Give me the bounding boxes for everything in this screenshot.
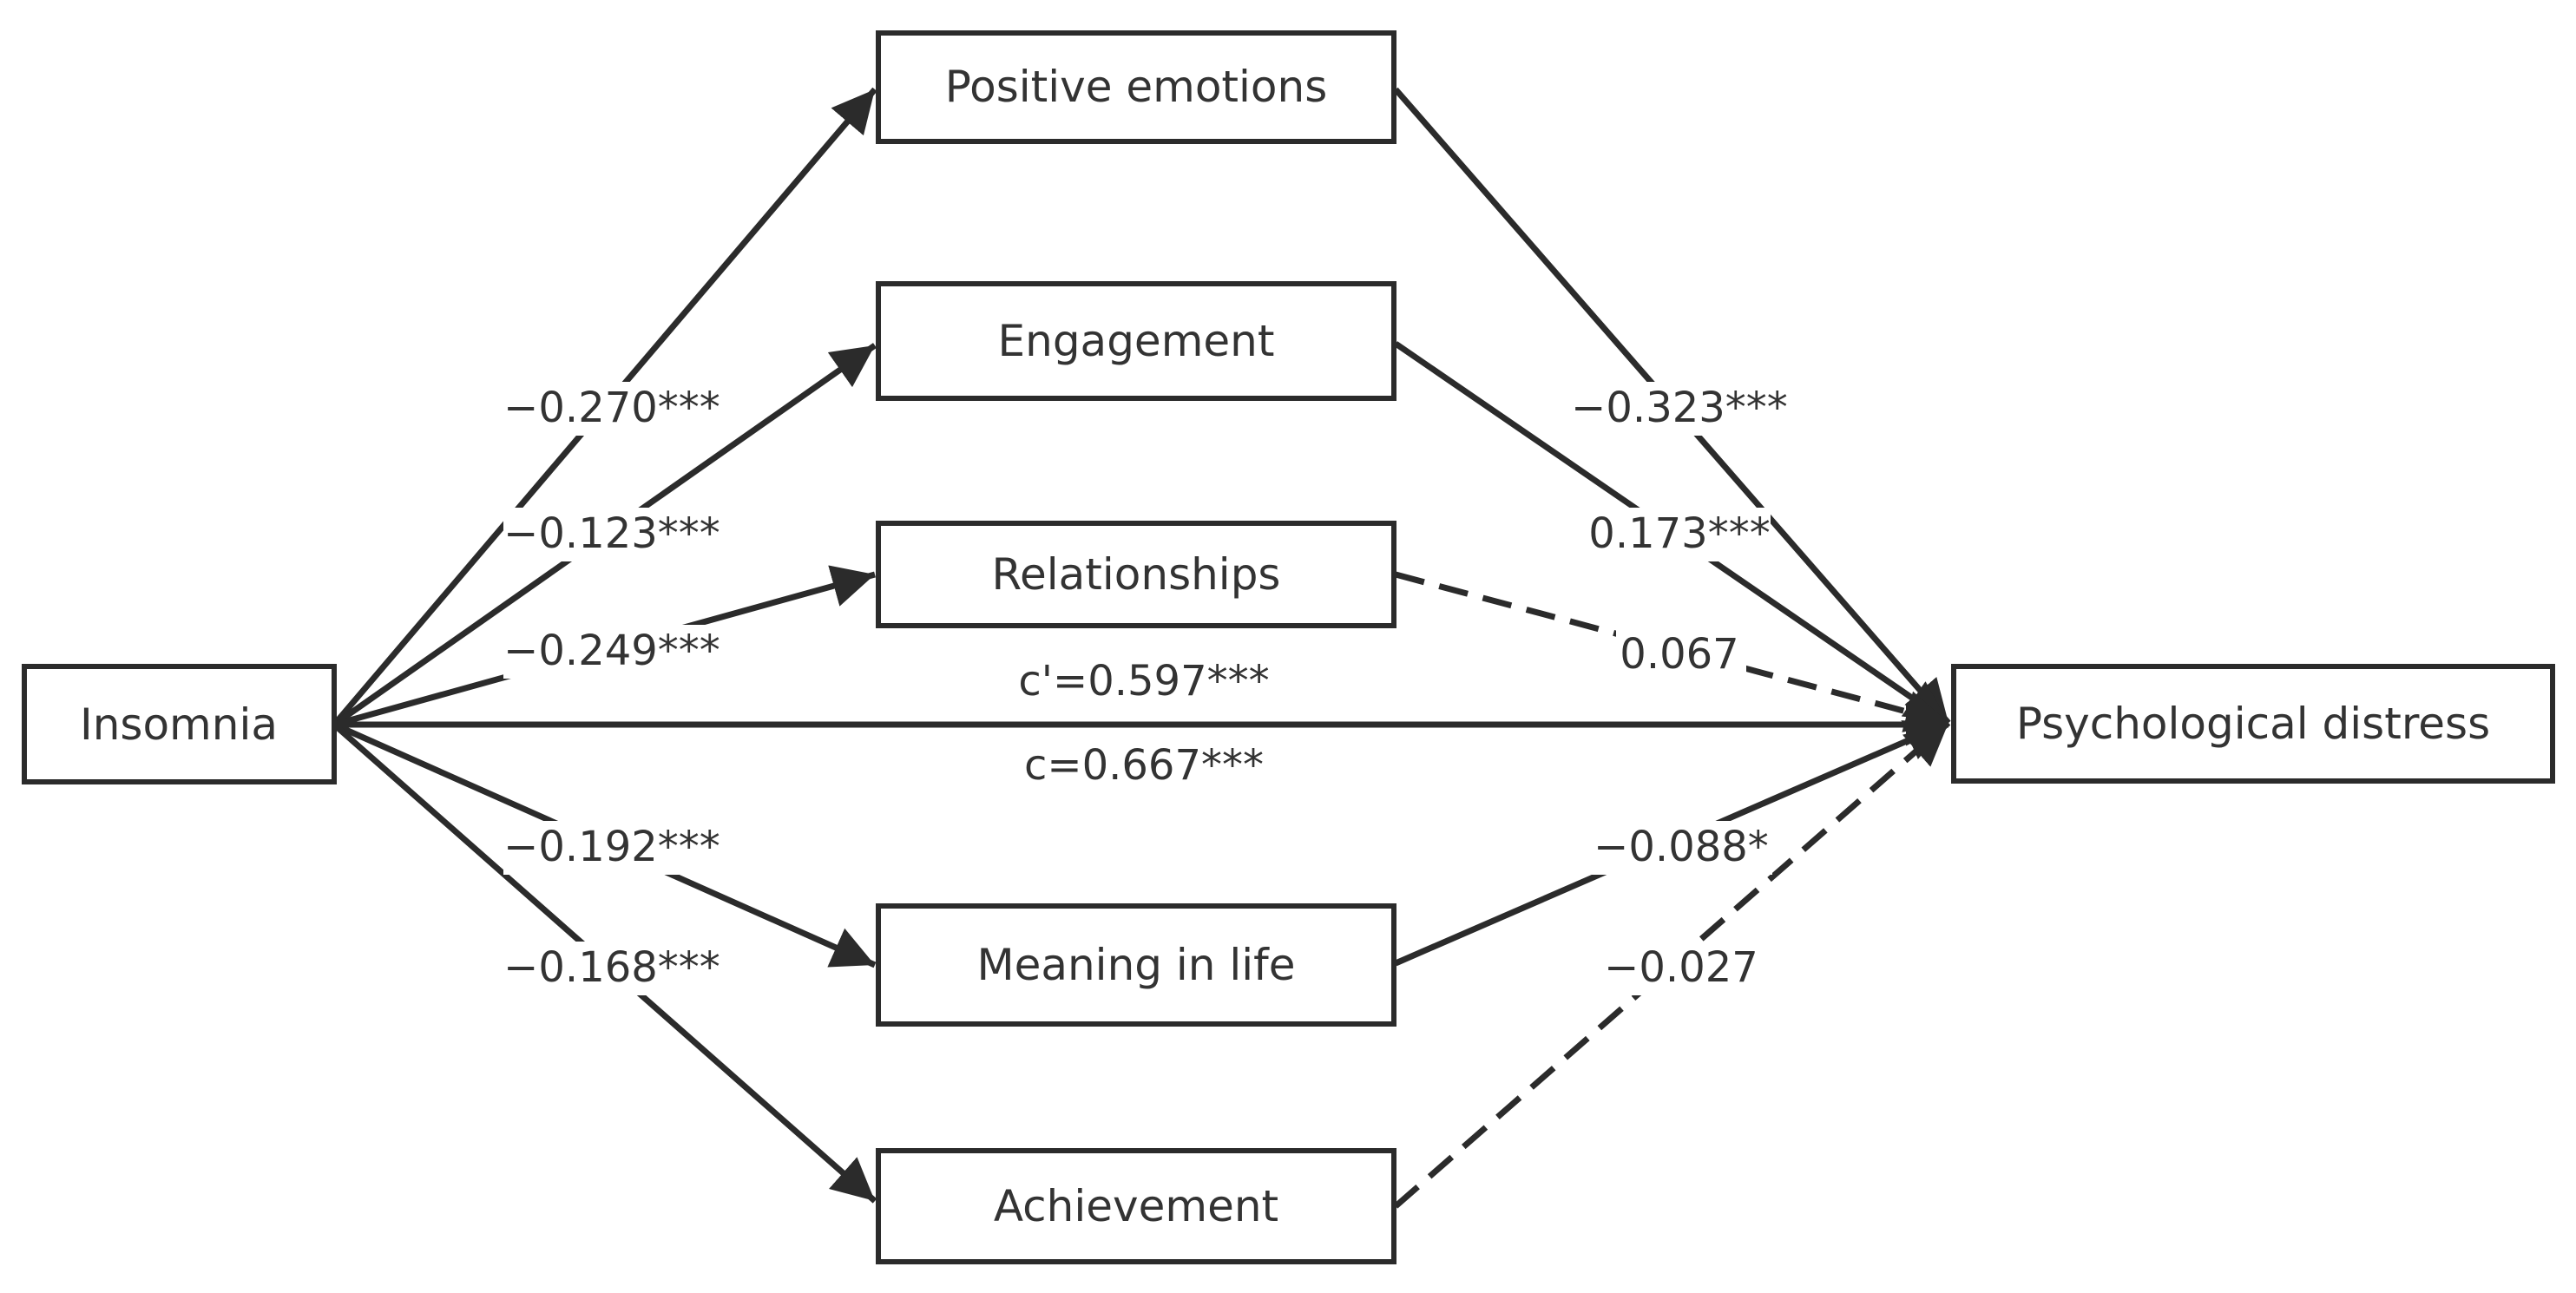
coef-b-achievement: −0.027 — [1603, 942, 1759, 995]
node-insomnia: Insomnia — [22, 664, 337, 784]
svg-text:−0.027: −0.027 — [1604, 943, 1758, 992]
coef-b-engagement: 0.173*** — [1588, 508, 1771, 561]
node-achievement: Achievement — [876, 1148, 1396, 1264]
svg-text:0.067: 0.067 — [1620, 630, 1738, 679]
coef-a-positive-emotions: −0.270*** — [503, 382, 720, 436]
svg-text:Positive emotions: Positive emotions — [945, 62, 1328, 112]
svg-text:−0.323***: −0.323*** — [1571, 384, 1788, 432]
svg-text:−0.168***: −0.168*** — [503, 943, 720, 992]
svg-text:−0.088*: −0.088* — [1594, 823, 1769, 871]
svg-text:−0.123***: −0.123*** — [503, 509, 720, 558]
svg-text:Psychological distress: Psychological distress — [2016, 699, 2490, 749]
total-effect-label: c=0.667*** — [1024, 741, 1264, 790]
svg-text:Achievement: Achievement — [994, 1181, 1278, 1231]
coef-a-engagement: −0.123*** — [503, 508, 720, 561]
node-psychological-distress: Psychological distress — [1951, 664, 2555, 784]
svg-text:−0.249***: −0.249*** — [503, 627, 720, 675]
svg-text:−0.270***: −0.270*** — [503, 384, 720, 432]
coef-a-achievement: −0.168*** — [503, 942, 720, 995]
svg-text:Engagement: Engagement — [998, 316, 1275, 366]
coef-a-relationships: −0.249*** — [503, 625, 720, 679]
svg-text:0.173***: 0.173*** — [1588, 509, 1770, 558]
node-relationships: Relationships — [876, 521, 1396, 628]
svg-text:Meaning in life: Meaning in life — [976, 940, 1295, 990]
coef-b-meaning-in-life: −0.088* — [1590, 821, 1772, 875]
node-engagement: Engagement — [876, 281, 1396, 401]
node-positive-emotions: Positive emotions — [876, 30, 1396, 144]
coef-b-relationships: 0.067 — [1616, 628, 1746, 682]
direct-effect-label: c'=0.597*** — [1018, 657, 1269, 706]
svg-text:Relationships: Relationships — [992, 549, 1281, 600]
coef-a-meaning-in-life: −0.192*** — [503, 821, 720, 875]
svg-text:Insomnia: Insomnia — [80, 699, 278, 750]
coef-b-positive-emotions: −0.323*** — [1571, 382, 1788, 436]
node-meaning-in-life: Meaning in life — [876, 903, 1396, 1027]
svg-text:−0.192***: −0.192*** — [503, 823, 720, 871]
